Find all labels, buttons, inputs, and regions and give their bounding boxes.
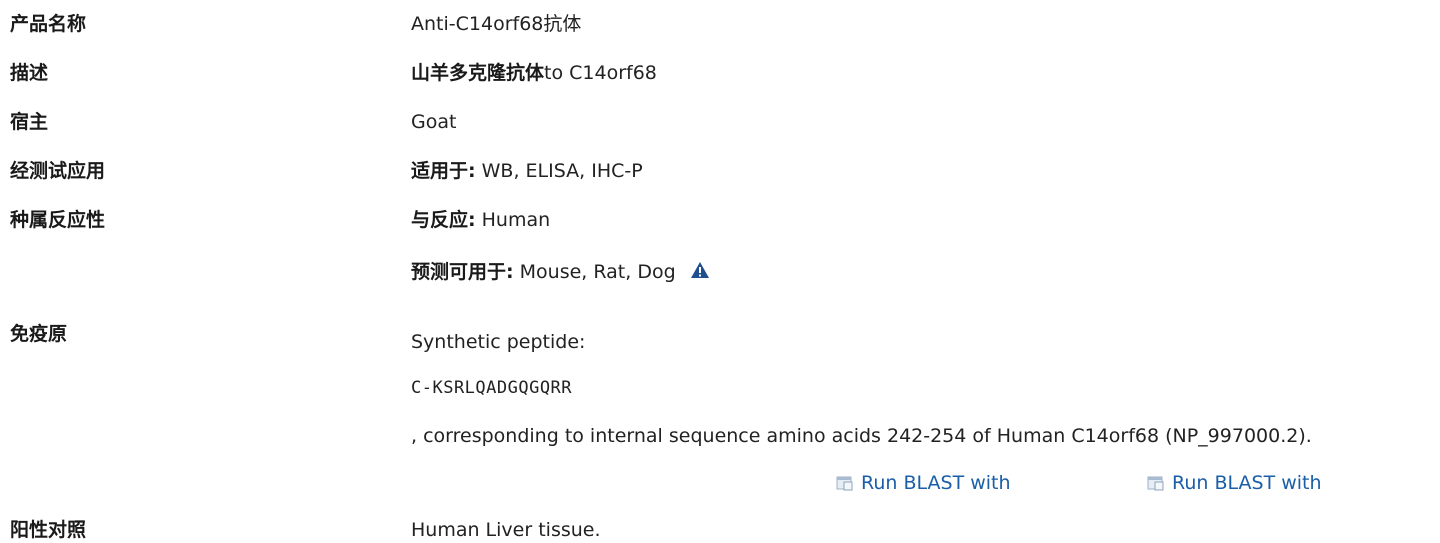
reactivity-predicted-prefix: 预测可用于: — [411, 261, 514, 283]
reactivity-predicted: 预测可用于: Mouse, Rat, Dog — [411, 260, 710, 285]
product-name-value: Anti-C14orf68抗体 — [411, 13, 582, 35]
immunogen-line1: Synthetic peptide: — [411, 331, 586, 353]
applications-label: 经测试应用 — [10, 160, 106, 182]
applications-value: 适用于: WB, ELISA, IHC-P — [411, 159, 643, 183]
reactivity-reacts-prefix: 与反应: — [411, 209, 476, 231]
reactivity-predicted-value: Mouse, Rat, Dog — [513, 261, 676, 283]
run-blast-link-1[interactable]: Run BLAST with — [836, 471, 1011, 497]
description-value-rest: to C14orf68 — [544, 62, 657, 84]
run-blast-label-2: Run BLAST with — [1172, 472, 1322, 494]
description-label: 描述 — [10, 62, 49, 84]
positive-control-value: Human Liver tissue. — [411, 519, 601, 541]
host-value: Goat — [411, 111, 457, 133]
run-blast-link-2[interactable]: Run BLAST with — [1147, 471, 1322, 497]
external-window-icon — [1147, 473, 1164, 497]
host-label: 宿主 — [10, 111, 49, 133]
product-name-label: 产品名称 — [10, 13, 87, 35]
immunogen-line3: , corresponding to internal sequence ami… — [411, 425, 1312, 447]
immunogen-sequence: C-KSRLQADGQGQRR — [411, 378, 573, 398]
applications-list: WB, ELISA, IHC-P — [475, 160, 643, 182]
external-window-icon — [836, 473, 853, 497]
immunogen-label: 免疫原 — [10, 323, 68, 345]
reactivity-reacts: 与反应: Human — [411, 208, 550, 232]
warning-triangle-icon[interactable] — [690, 261, 710, 285]
reactivity-label: 种属反应性 — [10, 209, 106, 231]
description-value: 山羊多克隆抗体to C14orf68 — [411, 61, 657, 85]
positive-control-label: 阳性对照 — [10, 519, 87, 541]
run-blast-label-1: Run BLAST with — [861, 472, 1011, 494]
reactivity-reacts-value: Human — [475, 209, 551, 231]
applications-prefix: 适用于: — [411, 160, 476, 182]
description-value-bold: 山羊多克隆抗体 — [411, 62, 545, 84]
